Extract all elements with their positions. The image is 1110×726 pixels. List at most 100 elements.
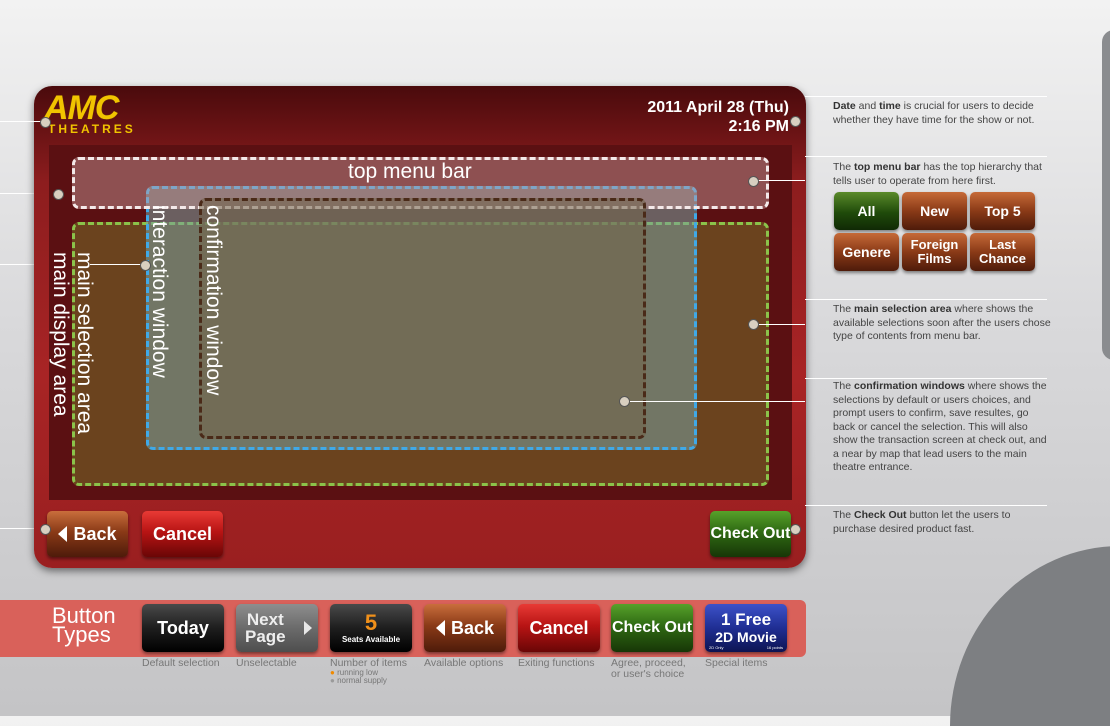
special-footnote-left: 2D Only [709,645,724,650]
chevron-right-icon [304,621,312,635]
callout-line [626,401,805,402]
cancel-button[interactable]: Cancel [142,511,223,557]
ann-text: where shows the available selections soo… [833,303,1051,342]
menu-label: Top 5 [984,203,1021,219]
caption-default: Default selection [142,657,220,669]
back-arrow-icon [435,620,445,636]
annotation-datetime: Date and time is crucial for users to de… [833,100,1053,127]
interaction-window-label: interaction window [148,205,171,378]
back-arrow-icon [58,526,68,542]
annotation-checkout: The Check Out button let the users to pu… [833,509,1053,536]
ann-text: has the top hierarchy that tells user to… [833,161,1042,187]
callout-line [0,121,45,122]
caption-exiting: Exiting functions [518,657,595,669]
confirmation-window [199,198,646,439]
ann-text: is crucial for users to decide whether t… [833,100,1035,126]
ann-bold: Check Out [854,509,907,521]
next-page-line: Page [245,627,286,646]
button-type-count: 5 Seats Available [330,604,412,652]
checkout-button[interactable]: Check Out [710,511,791,557]
caption-special: Special items [705,657,768,669]
ann-text: The [833,509,855,521]
caption-unselectable: Unselectable [236,657,297,669]
menu-label: Genere [842,244,891,260]
back-label: Back [450,617,495,638]
annotation-divider [805,156,1047,157]
caption-agree-line: Agree, proceed, [611,657,686,669]
callout-dot [40,117,51,128]
ann-text: and [855,100,880,112]
ann-text: The [833,303,855,315]
callout-line [90,264,145,265]
callout-line [755,180,805,181]
menu-button-last-chance[interactable]: Last Chance [970,233,1035,271]
callout-dot [790,524,801,535]
main-selection-area-label: main selection area [73,252,96,435]
button-type-unselectable: Next Page [236,604,318,652]
annotation-divider [805,505,1047,506]
callout-dot [790,116,801,127]
ann-bold: confirmation windows [854,380,965,392]
menu-button-foreign-films[interactable]: Foreign Films [902,233,967,271]
menu-label: All [857,203,876,219]
menu-button-genere[interactable]: Genere [834,233,899,271]
legend-normal-supply: ● normal supply [330,677,407,685]
ann-bold: main selection area [854,303,952,315]
special-footnote: 2D Only 16 points [709,645,783,650]
running-low-text: running low [337,668,378,677]
normal-supply-text: normal supply [337,676,387,685]
menu-label: New [920,203,949,219]
callout-dot [748,319,759,330]
button-type-default[interactable]: Today [142,604,224,652]
confirmation-window-label: confirmation window [202,205,225,396]
date-text: 2011 April 28 (Thu) [647,99,789,116]
background-corner-shape [950,546,1110,726]
ann-bold: Date [833,100,856,112]
caption-agree: Agree, proceed, or user's choice [611,658,686,680]
ann-bold: top menu bar [854,161,921,173]
callout-line [755,324,805,325]
ann-text: The [833,380,855,392]
caption-available: Available options [424,657,504,669]
caption-agree-line: or user's choice [611,668,685,680]
amc-logo: AMC THEATRES [44,89,154,136]
special-line1: 1 Free [720,610,772,629]
leader-line [0,264,40,265]
checkout-label: Check Out [611,619,692,636]
callout-dot [53,189,64,200]
menu-button-top5[interactable]: Top 5 [970,192,1035,230]
title-line: Button [52,603,116,628]
annotation-confirmation: The confirmation windows where shows the… [833,380,1053,475]
special-footnote-right: 16 points [766,645,783,650]
running-low-dot-icon: ● [330,668,335,677]
seats-label: Seats Available [341,635,401,644]
callout-dot [619,396,630,407]
menu-button-new[interactable]: New [902,192,967,230]
logo-brand: AMC [44,89,119,127]
seats-number: 5 [364,610,378,635]
time-text: 2:16 PM [728,118,789,135]
button-type-back[interactable]: Back [424,604,506,652]
button-type-special[interactable]: 1 Free 2D Movie 2D Only 16 points [705,604,787,652]
annotation-divider [805,378,1047,379]
ann-text: button let the users to purchase desired… [833,509,1011,535]
logo-sub: THEATRES [48,122,136,136]
button-types-title: Button Types [52,603,116,647]
caption-number-text: Number of items [330,657,408,669]
datetime-display: 2011 April 28 (Thu) 2:16 PM [647,98,789,136]
ann-text: where shows the selections by default or… [833,380,1047,473]
ann-bold: time [879,100,901,112]
button-type-cancel[interactable]: Cancel [518,604,600,652]
button-type-checkout[interactable]: Check Out [611,604,693,652]
callout-dot [748,176,759,187]
background-edge-shape [1102,30,1110,360]
cancel-label: Cancel [152,523,213,544]
main-display-area-label: main display area [49,252,72,417]
title-line: Types [52,622,111,647]
annotation-main-selection: The main selection area where shows the … [833,303,1053,344]
normal-supply-dot-icon: ● [330,676,335,685]
menu-button-all[interactable]: All [834,192,899,230]
menu-label: Foreign Films [910,237,959,266]
back-button[interactable]: Back [47,511,128,557]
special-line2: 2D Movie [715,629,777,645]
